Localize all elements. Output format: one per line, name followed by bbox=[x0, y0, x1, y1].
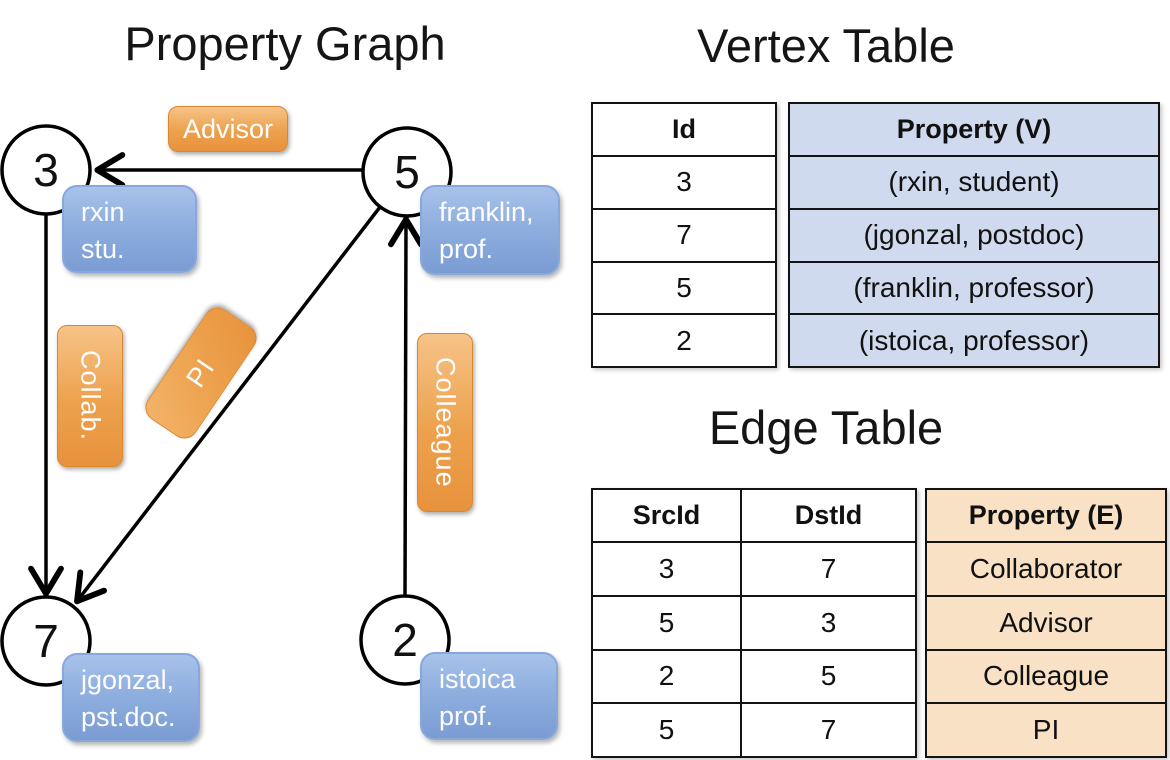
vertex-property-5-line2: prof. bbox=[439, 234, 494, 264]
vertex-property-2-line1: istoica bbox=[439, 664, 516, 694]
edge-table-dstid-cell: 3 bbox=[740, 596, 915, 649]
edge-table-dstid-cell: 7 bbox=[740, 704, 915, 756]
edge-label-collab-text: Collab. bbox=[75, 350, 106, 442]
edge-table-property-cell: Colleague bbox=[927, 648, 1165, 703]
edge-table-id-columns: SrcId DstId 3 7 5 3 2 5 5 7 bbox=[591, 488, 917, 758]
edge-table-dstid-header: DstId bbox=[740, 490, 915, 541]
edge-2-to-5-colleague bbox=[388, 216, 424, 597]
vertex-id-2: 2 bbox=[392, 614, 418, 666]
vertex-table-property-header: Property (V) bbox=[790, 104, 1158, 155]
edge-table-property-cell: Collaborator bbox=[927, 541, 1165, 595]
edge-table-srcid-cell: 3 bbox=[658, 552, 675, 584]
edge-label-advisor-text: Advisor bbox=[182, 113, 274, 144]
vertex-table-id-header: Id bbox=[672, 114, 696, 144]
edge-table-srcid-cell: 5 bbox=[658, 606, 675, 638]
edge-table-property-header: Property (E) bbox=[927, 490, 1165, 541]
vertex-property-box-5: franklin, prof. bbox=[420, 185, 560, 275]
edge-label-collab: Collab. bbox=[57, 325, 123, 467]
edge-table-property-column: Property (E) Collaborator Advisor Collea… bbox=[925, 488, 1167, 758]
edge-label-colleague: Colleague bbox=[417, 333, 473, 512]
edge-table-property-cell: Advisor bbox=[927, 594, 1165, 649]
vertex-table-id-cell: 3 bbox=[593, 155, 775, 208]
edge-5-to-7-pi bbox=[74, 205, 382, 605]
edge-table-dstid-cell: 7 bbox=[740, 543, 915, 595]
edge-table-dstid-cell: 5 bbox=[740, 650, 915, 703]
vertex-table-id-cell: 2 bbox=[593, 313, 775, 366]
vertex-property-7-line1: jgonzal, bbox=[81, 665, 175, 695]
edge-table-srcid-cell: 2 bbox=[658, 660, 675, 692]
vertex-property-2-line2: prof. bbox=[439, 701, 494, 731]
vertex-table-property-column: Property (V) (rxin, student) (jgonzal, p… bbox=[788, 102, 1160, 368]
vertex-id-5: 5 bbox=[394, 146, 420, 198]
vertex-table-property-cell: (jgonzal, postdoc) bbox=[790, 207, 1158, 261]
edge-label-colleague-text: Colleague bbox=[430, 357, 461, 488]
edge-label-advisor: Advisor bbox=[168, 106, 288, 152]
vertex-table-property-cell: (franklin, professor) bbox=[790, 260, 1158, 314]
vertex-table-property-cell: (istoica, professor) bbox=[790, 313, 1158, 366]
vertex-table-id-cell: 5 bbox=[593, 260, 775, 314]
property-graph-title: Property Graph bbox=[124, 17, 446, 70]
vertex-property-box-3: rxin stu. bbox=[62, 185, 197, 273]
vertex-property-box-7: jgonzal, pst.doc. bbox=[62, 653, 200, 742]
edge-table-property-cell: PI bbox=[927, 702, 1165, 756]
vertex-id-3: 3 bbox=[33, 144, 59, 196]
vertex-table-id-column: Id 3 7 5 2 bbox=[591, 102, 777, 368]
edge-table-srcid-header: SrcId bbox=[632, 500, 701, 530]
vertex-property-box-2: istoica prof. bbox=[420, 652, 558, 740]
vertex-property-7-line2: pst.doc. bbox=[81, 702, 176, 732]
vertex-table-title: Vertex Table bbox=[697, 19, 955, 72]
vertex-id-7: 7 bbox=[33, 615, 59, 667]
edge-label-pi-text: PI bbox=[180, 352, 221, 393]
vertex-table-id-cell: 7 bbox=[593, 207, 775, 261]
edge-table-srcid-cell: 5 bbox=[658, 714, 675, 746]
vertex-property-5-line1: franklin, bbox=[439, 197, 534, 227]
vertex-property-3-line1: rxin bbox=[81, 197, 125, 227]
edge-table-title: Edge Table bbox=[708, 401, 944, 454]
vertex-property-3-line2: stu. bbox=[81, 234, 125, 264]
vertex-table-property-cell: (rxin, student) bbox=[790, 155, 1158, 208]
